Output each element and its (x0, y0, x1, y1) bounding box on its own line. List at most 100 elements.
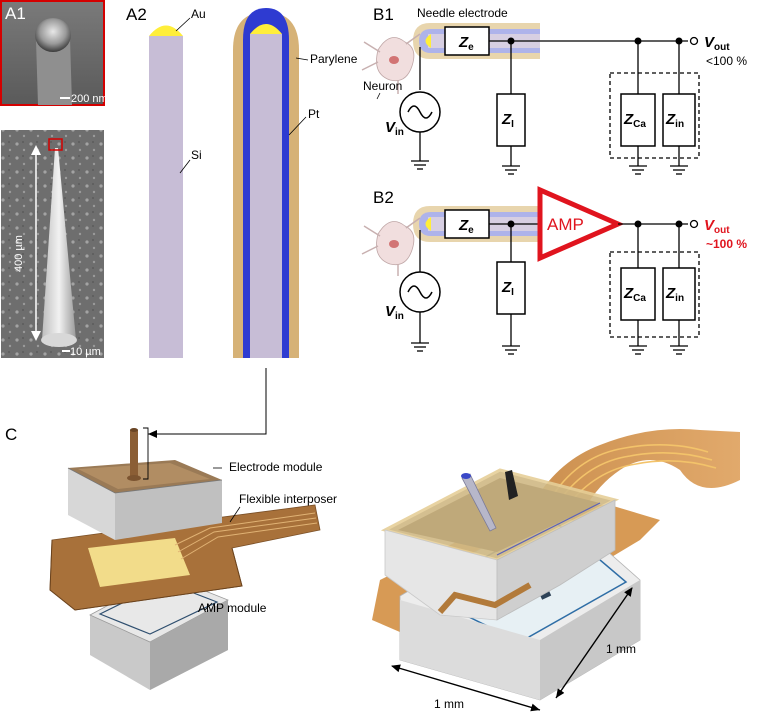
ze-b1-sub: e (468, 42, 474, 53)
panel-label-c: C (5, 425, 17, 444)
sem-tip-cap (35, 18, 71, 52)
vout-terminal-b2 (689, 219, 699, 229)
height-label: 400 µm (13, 235, 25, 272)
dim-y-label: 1 mm (606, 642, 636, 656)
svg-text:Zin: Zin (665, 285, 684, 304)
sem-zoom-box (48, 138, 63, 151)
height-arrow-up (31, 145, 41, 155)
neuron-label-b1: Neuron (363, 79, 402, 93)
zin-b1-sub: in (675, 119, 684, 130)
svg-text:Vin: Vin (385, 119, 404, 138)
vin-b2-main: V (385, 303, 397, 320)
input-load-box-b2 (609, 251, 700, 338)
svg-text:Zin: Zin (665, 111, 684, 130)
vout-b2-main: V (704, 217, 716, 234)
electrode-module-label: Electrode module (229, 460, 323, 474)
module-needle (130, 430, 138, 478)
needle-to-module-arrow (148, 368, 267, 438)
svg-text:Vin: Vin (385, 303, 404, 322)
au-cap (149, 25, 183, 36)
panel-label-a2: A2 (126, 5, 147, 24)
zl-b1-sub: I (511, 119, 514, 130)
vout-b2-sub: out (714, 225, 730, 236)
si-shaft (149, 36, 183, 358)
panel-b1: B1 Needle electrode Neuron Ze ZI (361, 5, 747, 175)
svg-text:Vout: Vout (704, 217, 730, 236)
gain-b2: ~100 % (706, 237, 747, 251)
parylene-label: Parylene (310, 52, 358, 66)
pt-label: Pt (308, 107, 320, 121)
svg-text:Ze: Ze (458, 217, 474, 236)
interposer-pad (88, 538, 190, 587)
si-leader (179, 159, 191, 174)
panel-label-a1: A1 (5, 4, 26, 23)
ze-b1-main: Z (458, 34, 469, 51)
amp-label: AMP (547, 215, 584, 234)
si-label: Si (191, 148, 202, 162)
si-core (250, 34, 282, 358)
vout-terminal-b1 (689, 36, 699, 46)
svg-text:ZI: ZI (501, 111, 514, 130)
parylene-leader (295, 57, 309, 61)
gain-b1: <100 % (706, 54, 747, 68)
input-load-box-b1 (609, 72, 700, 159)
svg-text:Ze: Ze (458, 34, 474, 53)
dim-y-arrow (555, 587, 633, 699)
zca-b1 (620, 93, 656, 147)
au-leader (175, 17, 191, 32)
needle-electrode-label: Needle electrode (417, 6, 508, 20)
vin-b2-sub: in (395, 311, 404, 322)
vout-b1-main: V (704, 34, 716, 51)
scale-bar-bottom (62, 350, 70, 352)
ze-b2-main: Z (458, 217, 469, 234)
zl-b2-sub: I (511, 287, 514, 298)
svg-text:ZCa: ZCa (623, 285, 646, 304)
neuron-b2 (361, 217, 421, 276)
zca-b2-sub: Ca (633, 293, 646, 304)
vin-b1-main: V (385, 119, 397, 136)
b2-au-tip (425, 217, 431, 231)
electrode-module-right (115, 480, 222, 540)
scale-bar-top (60, 97, 70, 99)
panel-a1: A1 200 nm 400 µm 10 µm (0, 0, 108, 358)
svg-text:ZI: ZI (501, 279, 514, 298)
scale-bottom-label: 10 µm (70, 346, 101, 358)
vin-b1-sub: in (395, 127, 404, 138)
amp-triangle (537, 186, 625, 262)
zca-b1-sub: Ca (633, 119, 646, 130)
zl-b1-main: Z (501, 111, 512, 128)
pt-leader (288, 116, 307, 136)
height-arrow-down (31, 331, 41, 341)
panel-label-b2: B2 (373, 188, 394, 207)
zca-b1-main: Z (623, 111, 634, 128)
neuron-b1 (361, 33, 421, 94)
zin-b1-main: Z (665, 111, 676, 128)
amp-module-right (150, 600, 228, 690)
panel-b2: B2 Ze AMP ZI Vin (361, 186, 747, 355)
b1-au-tip (425, 34, 431, 48)
zin-b2-main: Z (665, 285, 676, 302)
dim-x-label: 1 mm (434, 697, 464, 711)
panel-a2: A2 Au Si Parylene Pt (126, 5, 358, 358)
zca-b2 (620, 267, 656, 321)
zca-b2-main: Z (623, 285, 634, 302)
zin-b2 (662, 267, 696, 321)
au-label: Au (191, 7, 206, 21)
amp-module-label: AMP module (198, 601, 267, 615)
zl-b2-main: Z (501, 279, 512, 296)
svg-text:Vout: Vout (704, 34, 730, 53)
scale-top-label: 200 nm (71, 93, 108, 105)
au-tip (250, 24, 282, 34)
ze-b2-sub: e (468, 225, 474, 236)
flexible-interposer-label: Flexible interposer (239, 492, 337, 506)
sem-needle-cone (42, 148, 76, 346)
ze-b2 (444, 209, 490, 239)
zin-b2-sub: in (675, 293, 684, 304)
panel-label-b1: B1 (373, 5, 394, 24)
dim-x-arrow (391, 664, 541, 712)
ze-b1 (444, 26, 490, 56)
panel-c: C Electrode module Flexible (5, 425, 740, 712)
zl-b1 (496, 93, 526, 147)
vout-b1-sub: out (714, 42, 730, 53)
